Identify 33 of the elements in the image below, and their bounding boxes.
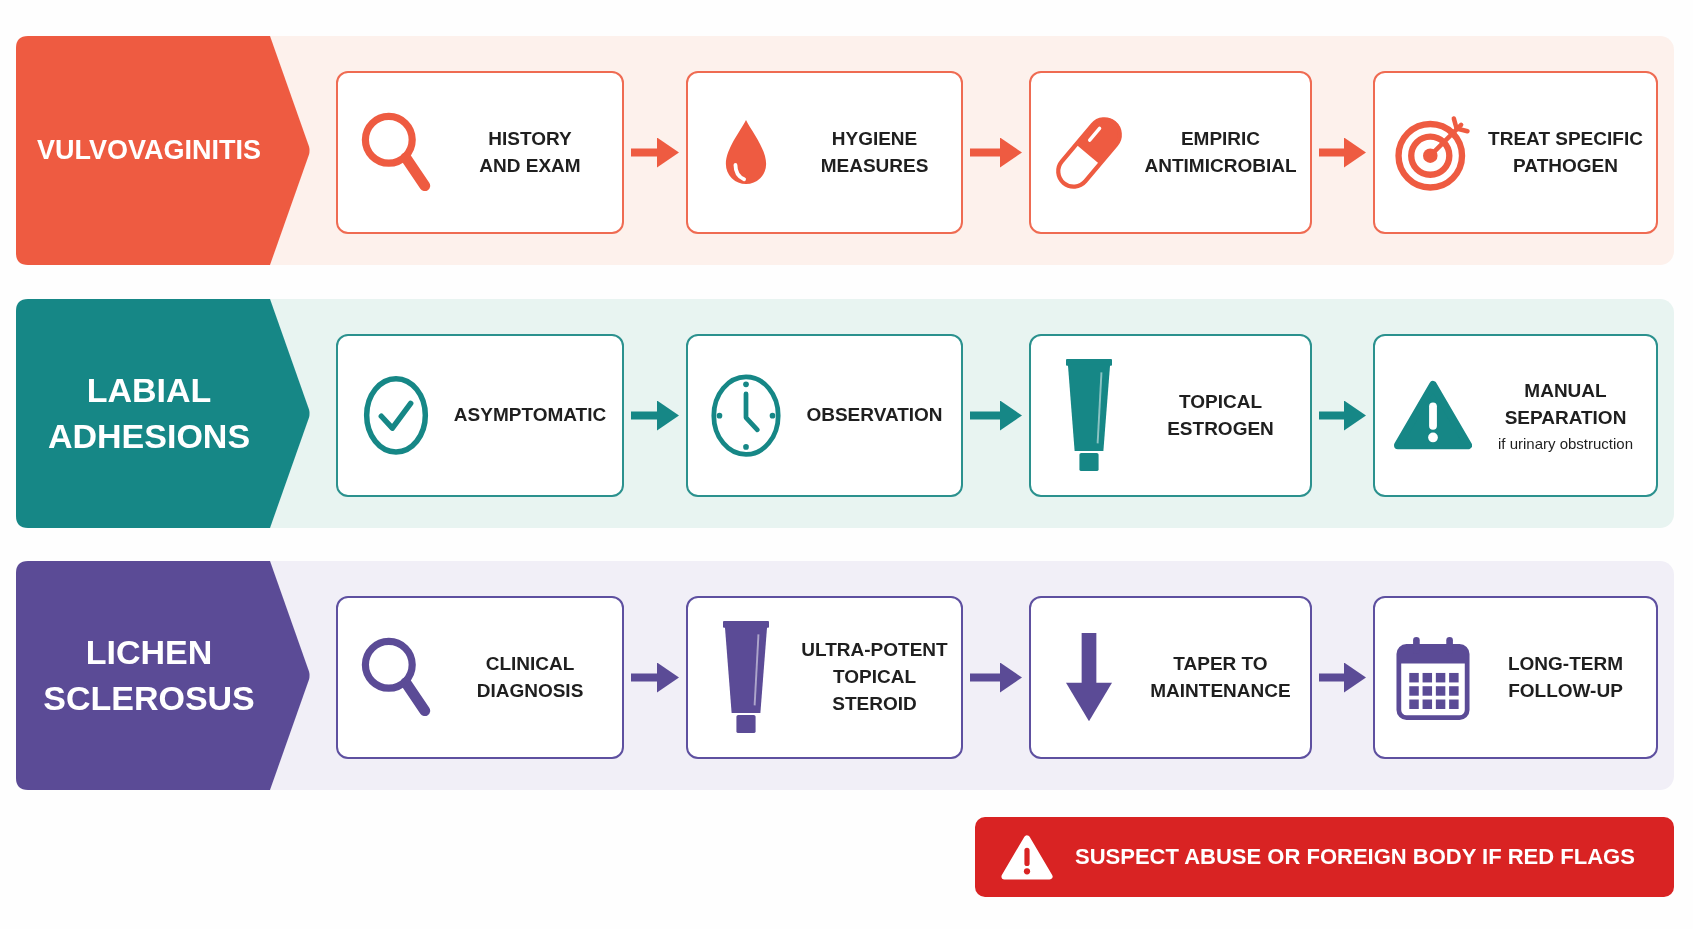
step-label: OBSERVATION — [805, 403, 944, 427]
step-box — [1029, 334, 1312, 497]
step-box — [336, 71, 624, 234]
step-label: ASYMPTOMATIC — [452, 403, 608, 427]
step-box — [336, 596, 624, 759]
lane-title: LABIAL ADHESIONS — [46, 369, 252, 457]
lane-header — [16, 561, 310, 790]
step-box — [1373, 71, 1658, 234]
step-label: ULTRA-POTENT TOPICAL STEROID — [800, 638, 949, 716]
warning-text: SUSPECT ABUSE OR FOREIGN BODY IF RED FLAGS — [1075, 844, 1635, 870]
step-box — [686, 596, 963, 759]
step-label: TOPICAL ESTROGEN — [1166, 389, 1275, 441]
step-box — [1373, 596, 1658, 759]
lane-header — [16, 299, 310, 528]
step-label: LONG-TERM FOLLOW-UP — [1506, 651, 1624, 703]
step-box — [1029, 71, 1312, 234]
lane-title: VULVOVAGINITIS — [36, 134, 262, 168]
lane-title: LICHEN SCLEROSUS — [42, 631, 256, 719]
step-box — [686, 334, 963, 497]
step-label: MANUAL SEPARATION — [1503, 378, 1628, 430]
step-label: TREAT SPECIFIC PATHOGEN — [1487, 126, 1644, 178]
step-label: HYGIENE MEASURES — [819, 126, 930, 178]
step-box — [1029, 596, 1312, 759]
step-label: HISTORY AND EXAM — [478, 126, 582, 178]
step-note: if urinary obstruction — [1496, 433, 1635, 454]
step-label: CLINICAL DIAGNOSIS — [475, 651, 585, 703]
step-box — [1373, 334, 1658, 497]
step-label: EMPIRIC ANTIMICROBIAL — [1143, 126, 1298, 178]
step-box — [336, 334, 624, 497]
step-label: TAPER TO MAINTENANCE — [1149, 651, 1292, 703]
warning-banner — [975, 817, 1674, 897]
lane-header — [16, 36, 310, 265]
step-box — [686, 71, 963, 234]
